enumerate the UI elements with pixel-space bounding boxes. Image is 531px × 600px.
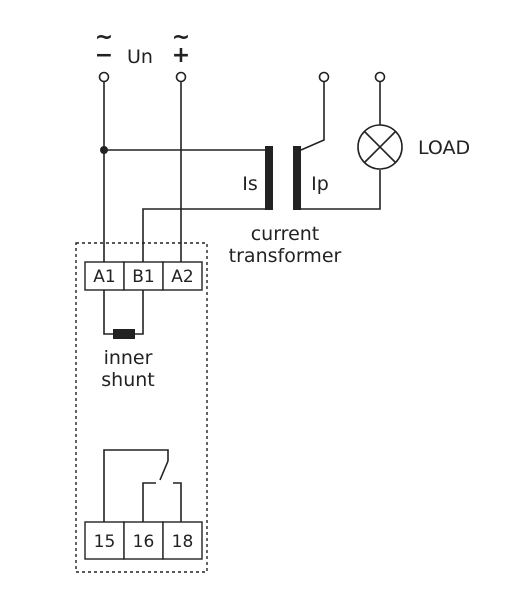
- terminal-block-bottom: 15 16 18: [84, 521, 203, 560]
- shunt-label-line2: shunt: [101, 369, 154, 391]
- wire-b1: [142, 208, 270, 262]
- supply-voltage-label: Un: [127, 46, 153, 68]
- primary-terminal: [318, 71, 330, 83]
- terminal-b1-label: B1: [132, 267, 154, 287]
- load-label: LOAD: [418, 137, 470, 159]
- supply-plus-terminal: [175, 71, 187, 83]
- terminal-a1-label: A1: [93, 267, 115, 287]
- terminal-16-label: 16: [133, 532, 155, 552]
- wire-ip-top: [300, 82, 325, 151]
- terminal-a2: [162, 261, 203, 291]
- terminal-15: [84, 521, 125, 560]
- transformer-primary-core: [293, 146, 301, 210]
- shunt-resistor-icon: [113, 329, 135, 339]
- supply-minus-sign: −: [95, 43, 113, 68]
- terminal-a1: [84, 261, 125, 291]
- transformer-caption-line2: transformer: [229, 245, 342, 267]
- transformer-primary-label: Ip: [311, 173, 329, 195]
- terminal-a2-label: A2: [171, 267, 193, 287]
- transformer-caption-line1: current: [251, 223, 320, 245]
- transformer-secondary-core: [265, 146, 273, 210]
- supply-plus-sign: +: [172, 43, 190, 68]
- supply-minus-tilde: ~: [95, 25, 113, 50]
- load-terminal: [374, 71, 386, 83]
- shunt-wire: [103, 290, 144, 335]
- device-outline: [75, 242, 208, 573]
- load-lamp-icon: [357, 124, 403, 170]
- terminal-18-label: 18: [172, 532, 194, 552]
- terminal-18: [162, 521, 203, 560]
- shunt-label-line1: inner: [104, 347, 153, 369]
- wire-ip-bottom: [301, 170, 381, 210]
- relay-contact-icon: [103, 449, 182, 522]
- terminal-15-label: 15: [94, 532, 116, 552]
- terminal-block-top: A1 B1 A2: [84, 261, 203, 291]
- transformer-secondary-label: Is: [242, 173, 258, 195]
- supply-minus-terminal: [98, 71, 110, 83]
- supply-plus-tilde: ~: [172, 25, 190, 50]
